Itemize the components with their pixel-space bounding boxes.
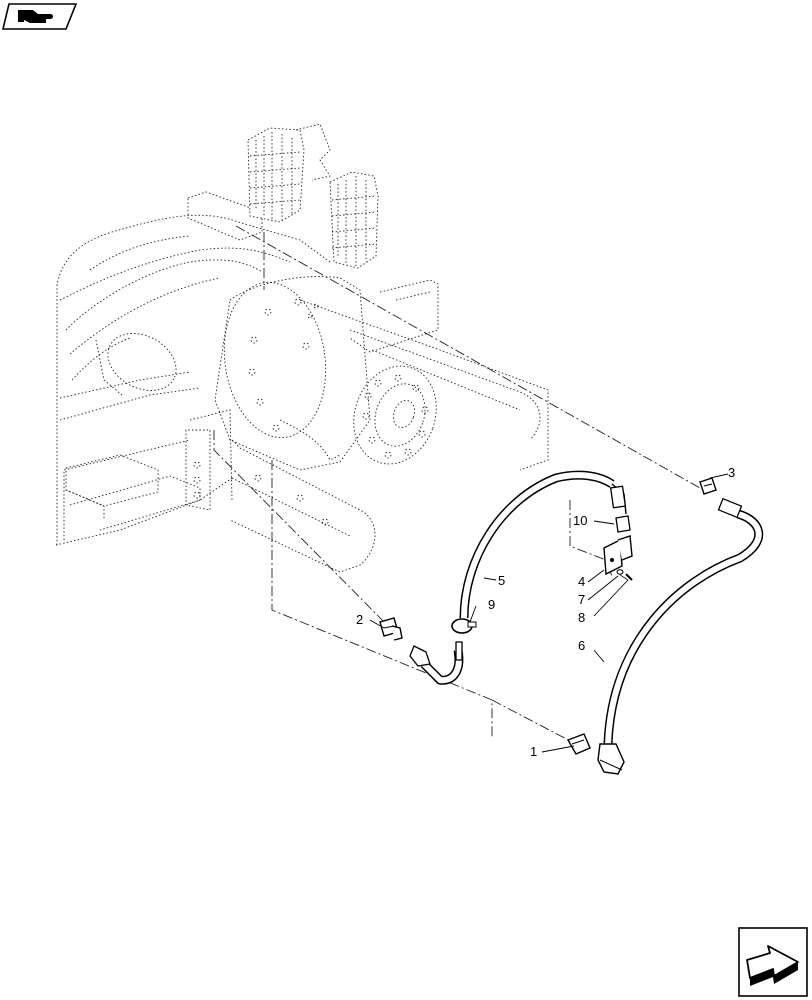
elbow-fitting-2[interactable] xyxy=(379,617,403,641)
bracket-4[interactable] xyxy=(603,535,633,576)
callout-9: 9 xyxy=(488,597,495,612)
callout-3: 3 xyxy=(728,465,735,480)
callout-6: 6 xyxy=(578,638,585,653)
next-page-arrow-icon[interactable] xyxy=(738,927,808,997)
leader-lines xyxy=(369,473,729,753)
phantom-chassis xyxy=(55,191,439,546)
phantom-valve-left xyxy=(247,123,331,223)
hose-5[interactable] xyxy=(409,470,627,685)
callout-10: 10 xyxy=(573,513,587,528)
callout-1: 1 xyxy=(530,744,537,759)
callout-8: 8 xyxy=(578,610,585,625)
clamp-9[interactable] xyxy=(451,618,477,634)
callout-7: 7 xyxy=(578,592,585,607)
fitting-3[interactable] xyxy=(699,477,717,495)
hub-bolts xyxy=(362,374,429,459)
callout-2: 2 xyxy=(356,612,363,627)
center-lines xyxy=(213,225,701,745)
callout-5: 5 xyxy=(498,573,505,588)
hose-6[interactable] xyxy=(597,497,764,775)
hand-pointing-icon[interactable] xyxy=(1,3,78,30)
nut-10[interactable] xyxy=(615,515,631,533)
callout-4: 4 xyxy=(578,574,585,589)
phantom-valve-right xyxy=(329,171,379,269)
washer-7[interactable] xyxy=(616,569,624,575)
fitting-1[interactable] xyxy=(566,733,591,755)
callout-labels: 3 10 4 7 8 5 9 2 6 1 xyxy=(356,465,735,759)
screw-8[interactable] xyxy=(625,573,633,581)
